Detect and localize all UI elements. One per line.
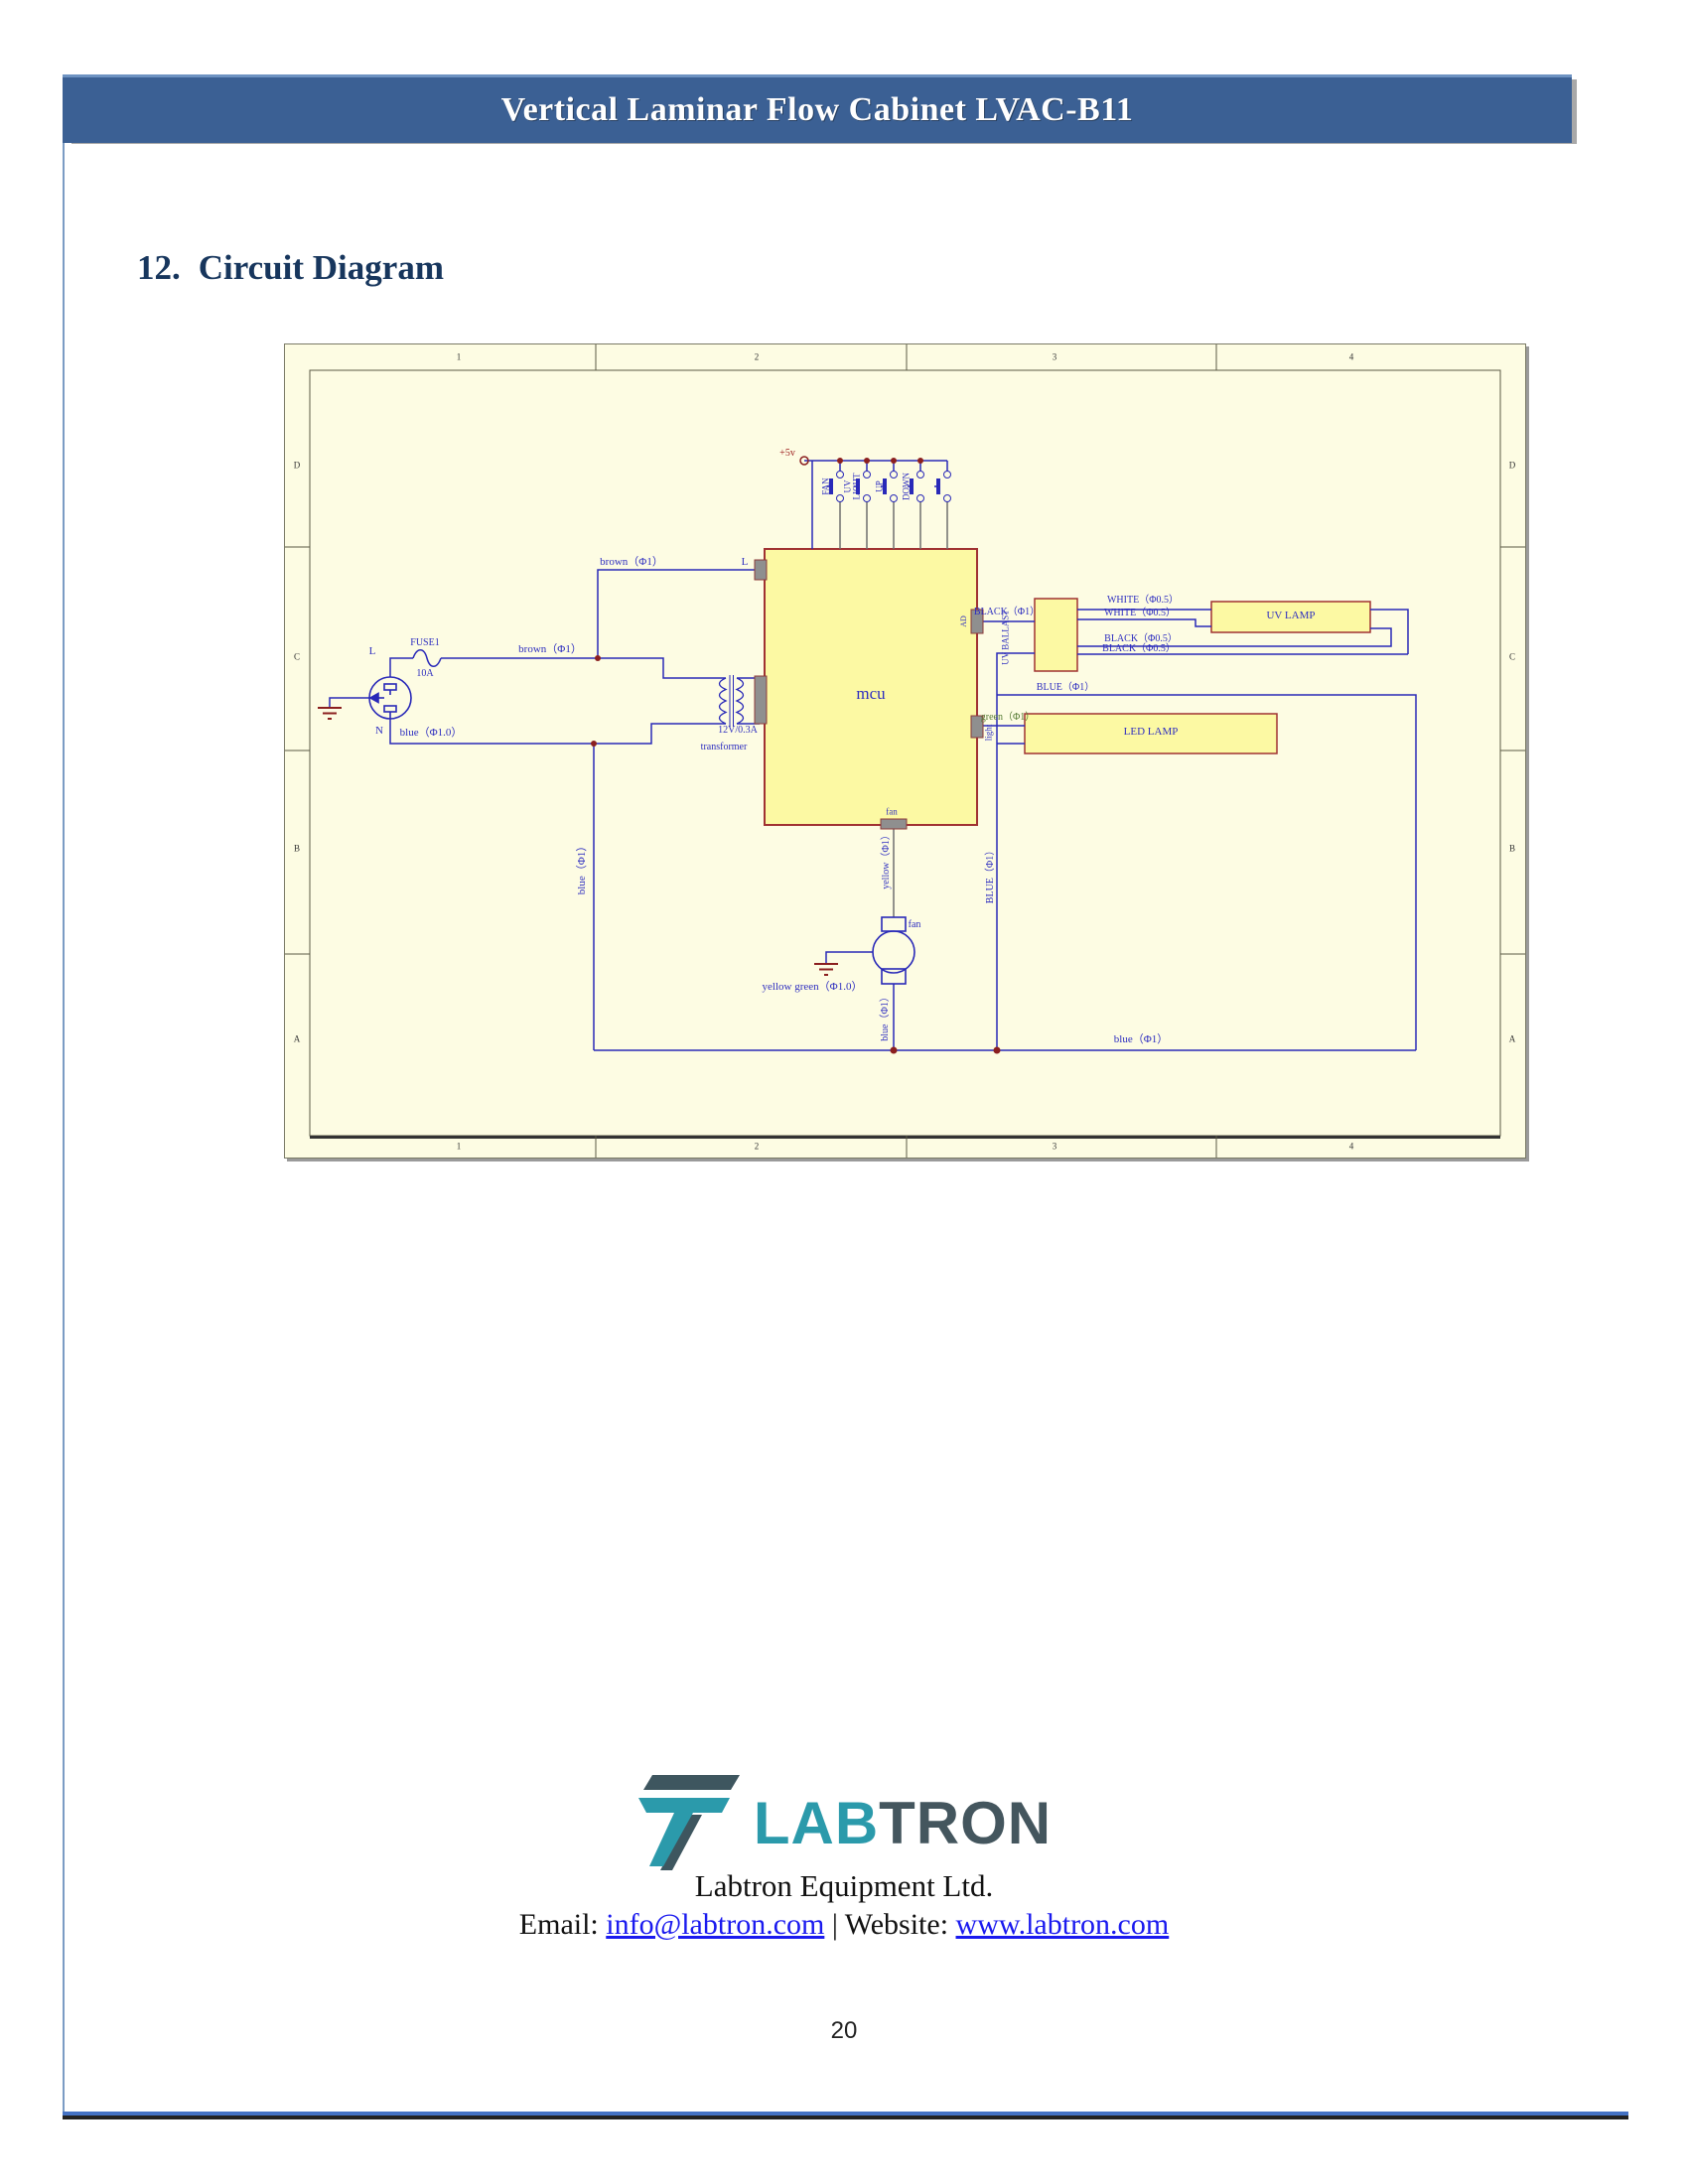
frame-row-label: D xyxy=(1508,460,1516,471)
power-plug-symbol xyxy=(368,676,412,720)
blue-rail-wire-label: blue（Φ1） xyxy=(1113,1033,1169,1046)
button-down-symbol xyxy=(908,471,924,502)
led-lamp-block xyxy=(1024,713,1278,754)
uv-lamp-label: UV LAMP xyxy=(1266,610,1316,622)
frame-col-label: 3 xyxy=(1052,1141,1057,1152)
button-fan-symbol xyxy=(827,471,844,502)
frame-col-label: 2 xyxy=(754,351,760,362)
email-link[interactable]: info@labtron.com xyxy=(606,1908,825,1941)
labtron-logo-icon xyxy=(637,1775,740,1870)
section-heading: 12. Circuit Diagram xyxy=(137,248,444,288)
uv-light-button-label: UV LIGHT xyxy=(842,473,862,500)
up-button-label: UP xyxy=(874,480,885,492)
mcu-l-pin-label: L xyxy=(741,556,749,569)
section-number: 12. xyxy=(137,248,181,287)
yellow-wire-label: yellow（Φ1） xyxy=(880,830,892,889)
frame-col-label: 4 xyxy=(1348,351,1354,362)
led-return-wire-label: BLUE（Φ1） xyxy=(984,845,996,904)
fan-pin-label: fan xyxy=(886,806,898,817)
frame-row-label: B xyxy=(293,843,301,854)
blue-drop-wire-label: blue（Φ1） xyxy=(576,840,589,895)
transformer-rating-label: 12V/0.3A xyxy=(718,724,758,736)
frame-col-label: 1 xyxy=(456,1141,462,1152)
fuse-rating-label: 10A xyxy=(416,667,434,679)
contact-line: Email: info@labtron.com | Website: www.l… xyxy=(0,1908,1688,1942)
page-title: Vertical Laminar Flow Cabinet LVAC-B11 xyxy=(500,91,1134,128)
website-link[interactable]: www.labtron.com xyxy=(955,1908,1170,1941)
frame-col-label: 2 xyxy=(754,1141,760,1152)
fuse-name-label: FUSE1 xyxy=(410,636,440,648)
fan-motor-label: fan xyxy=(908,918,921,930)
brown-wire-label-main: brown（Φ1） xyxy=(518,643,582,656)
logo-tron-text: TRON xyxy=(879,1789,1053,1856)
plus5v-node xyxy=(799,456,809,466)
plug-l-label: L xyxy=(368,645,376,658)
header-bar: Vertical Laminar Flow Cabinet LVAC-B11 xyxy=(63,74,1572,143)
led-lamp-label: LED LAMP xyxy=(1123,726,1179,739)
logo-lab-text: LAB xyxy=(753,1789,880,1856)
uv-ballast-block xyxy=(1034,598,1078,672)
white2-wire-label: WHITE（Φ0.5） xyxy=(1103,607,1177,618)
black2-wire-label: BLACK（Φ0.5） xyxy=(1102,642,1176,654)
frame-col-label: 4 xyxy=(1348,1141,1354,1152)
circuit-diagram: 1 2 3 4 1 2 3 4 D C B A D C B A +5v FAN … xyxy=(284,343,1526,1159)
frame-row-label: B xyxy=(1508,843,1516,854)
brown-wire-label-top: brown（Φ1） xyxy=(600,556,663,569)
frame-lines xyxy=(285,344,1525,1158)
gray-stub-wires xyxy=(839,501,948,917)
plus5v-label: +5v xyxy=(779,447,795,459)
button-uv-light-symbol xyxy=(854,471,871,502)
black-in-wire-label: BLACK（Φ1） xyxy=(973,606,1041,617)
labtron-logo-text: LABTRON xyxy=(754,1789,1052,1857)
down-button-label: DOWN xyxy=(901,473,912,500)
connector-pins xyxy=(754,559,984,830)
blue-motor-wire-label: blue（Φ1） xyxy=(879,992,891,1041)
frame-row-label: D xyxy=(293,460,301,471)
plug-n-label: N xyxy=(375,725,383,738)
company-name: Labtron Equipment Ltd. xyxy=(694,1868,994,1903)
uv-ballast-label: UV BALLAST xyxy=(1000,610,1011,665)
circuit-svg xyxy=(285,344,1525,1158)
push-buttons xyxy=(827,471,951,502)
frame-row-label: A xyxy=(1508,1033,1516,1044)
page-number: 20 xyxy=(830,2017,858,2044)
frame-row-label: C xyxy=(293,651,301,662)
website-label: | Website: xyxy=(824,1908,956,1941)
frame-row-label: A xyxy=(293,1033,301,1044)
page-border-left xyxy=(63,74,65,2117)
blue-n-wire-label: blue（Φ1.0） xyxy=(399,727,463,740)
mcu-label: mcu xyxy=(856,684,886,704)
fan-button-label: FAN xyxy=(820,478,831,495)
blue-loop-wire-label: BLUE（Φ1） xyxy=(1036,681,1095,693)
black1-wire-label: BLACK（Φ0.5） xyxy=(1104,632,1178,644)
section-title: Circuit Diagram xyxy=(198,248,444,287)
frame-col-label: 1 xyxy=(456,351,462,362)
light-pin-label: light xyxy=(983,724,994,742)
email-label: Email: xyxy=(518,1908,607,1941)
wires xyxy=(329,460,1417,1051)
uv-lamp-block xyxy=(1210,601,1371,633)
fan-motor-symbol xyxy=(872,916,915,985)
button-up-symbol xyxy=(881,471,898,502)
page-border-bottom-blue xyxy=(63,2112,1628,2116)
frame-col-label: 3 xyxy=(1052,351,1057,362)
labtron-logo: LABTRON xyxy=(0,1775,1688,1870)
ground-symbols xyxy=(318,707,838,976)
green-wire-label: green（Φ1） xyxy=(980,711,1036,723)
transformer-symbol xyxy=(718,675,745,727)
junction-dots xyxy=(591,458,1001,1054)
frame-row-label: C xyxy=(1508,651,1516,662)
white1-wire-label: WHITE（Φ0.5） xyxy=(1106,594,1180,606)
transformer-name-label: transformer xyxy=(700,741,748,752)
ad-pin-label: AD xyxy=(958,615,968,627)
yellow-green-wire-label: yellow green（Φ1.0） xyxy=(762,981,863,994)
button-spare-symbol xyxy=(934,471,951,502)
page-border-bottom-dark xyxy=(63,2116,1628,2119)
